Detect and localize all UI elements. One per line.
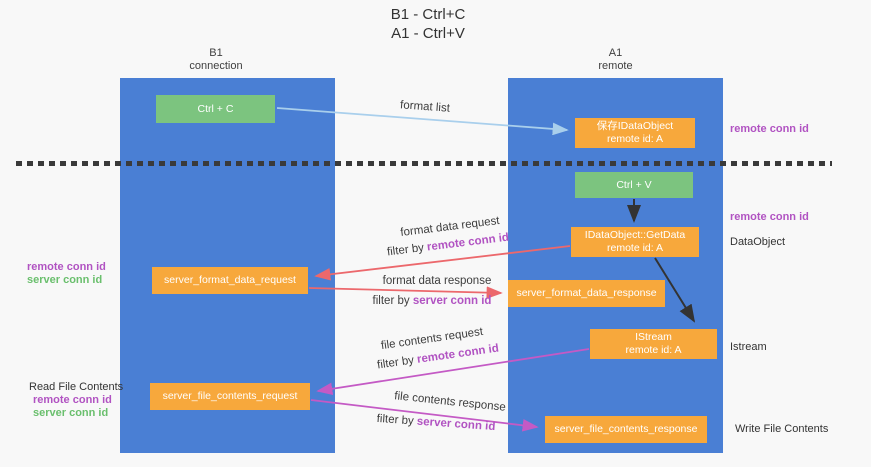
node-server-format-data-response-label: server_format_data_response <box>516 287 657 299</box>
server-conn-id-keyword: server conn id <box>412 295 492 307</box>
node-ctrl-c-label: Ctrl + C <box>197 102 234 115</box>
lane-b1-name: B1 <box>209 47 223 59</box>
lane-a1-name: A1 <box>608 47 623 59</box>
node-save-idataobject-line1: 保存IDataObject <box>596 120 674 132</box>
node-server-file-contents-request-label: server_file_contents_request <box>162 390 298 402</box>
diagram-title: B1 - Ctrl+C A1 - Ctrl+V <box>293 5 563 43</box>
phase-divider-dashed-line <box>16 161 832 166</box>
filter-by-prefix: filter by <box>386 241 428 259</box>
lane-header-b1: B1 connection <box>120 47 312 73</box>
filter-by-prefix: filter by <box>372 295 413 307</box>
node-server-file-contents-response-label: server_file_contents_response <box>554 423 698 435</box>
remote-conn-id-keyword: remote conn id <box>426 231 510 254</box>
server-conn-id-keyword: server conn id <box>416 415 496 434</box>
node-server-format-data-request: server_format_data_request <box>152 267 308 294</box>
node-ctrl-c: Ctrl + C <box>156 95 275 123</box>
node-ctrl-v: Ctrl + V <box>575 172 693 198</box>
annotation-remote-conn-id-top-right: remote conn id <box>730 123 809 135</box>
annotation-remote-conn-id-mid-right: remote conn id <box>730 211 809 223</box>
node-ctrl-v-label: Ctrl + V <box>616 178 652 191</box>
annotation-server-conn-id-left-2: server conn id <box>33 407 109 419</box>
lane-header-a1: A1 remote <box>508 47 723 73</box>
node-save-idataobject-line2: remote id: A <box>606 133 664 145</box>
annotation-dataobject: DataObject <box>730 236 786 248</box>
node-idataobject-getdata-line2: remote id: A <box>606 242 664 254</box>
filter-by-prefix: filter by <box>376 353 418 372</box>
annotation-write-file-contents: Write File Contents <box>735 423 829 435</box>
annotation-remote-conn-id-left-1: remote conn id <box>27 261 106 273</box>
node-idataobject-getdata: IDataObject::GetData remote id: A <box>571 227 699 257</box>
node-idataobject-getdata-line1: IDataObject::GetData <box>584 229 686 241</box>
node-istream: IStream remote id: A <box>590 329 717 359</box>
filter-by-prefix: filter by <box>376 412 418 428</box>
edge-label-format-data-response: format data response <box>382 275 492 287</box>
edge-label-filter-by-server-conn-id-2: filter by server conn id <box>376 413 495 433</box>
node-server-file-contents-request: server_file_contents_request <box>150 383 310 410</box>
edge-label-format-list: format list <box>399 99 451 115</box>
annotation-remote-conn-id-left-2: remote conn id <box>33 394 112 406</box>
node-istream-line2: remote id: A <box>625 344 682 356</box>
format-data-response-arrow <box>308 286 503 299</box>
remote-conn-id-keyword: remote conn id <box>416 342 500 366</box>
node-server-file-contents-response: server_file_contents_response <box>545 416 707 443</box>
edge-label-filter-by-server-conn-id-1: filter by server conn id <box>373 295 492 307</box>
node-server-format-data-response: server_format_data_response <box>508 280 665 307</box>
annotation-read-file-contents: Read File Contents <box>29 381 124 393</box>
lane-b1-role: connection <box>189 60 243 72</box>
annotation-istream: Istream <box>730 341 767 353</box>
edge-label-file-contents-response: file contents response <box>393 390 507 414</box>
title-line-1: B1 - Ctrl+C <box>390 6 466 23</box>
node-server-format-data-request-label: server_format_data_request <box>164 274 296 286</box>
node-istream-line1: IStream <box>635 331 672 343</box>
lane-a1-role: remote <box>598 60 633 72</box>
node-save-idataobject: 保存IDataObject remote id: A <box>575 118 695 148</box>
annotation-server-conn-id-left-1: server conn id <box>27 274 103 286</box>
title-line-2: A1 - Ctrl+V <box>391 25 465 42</box>
